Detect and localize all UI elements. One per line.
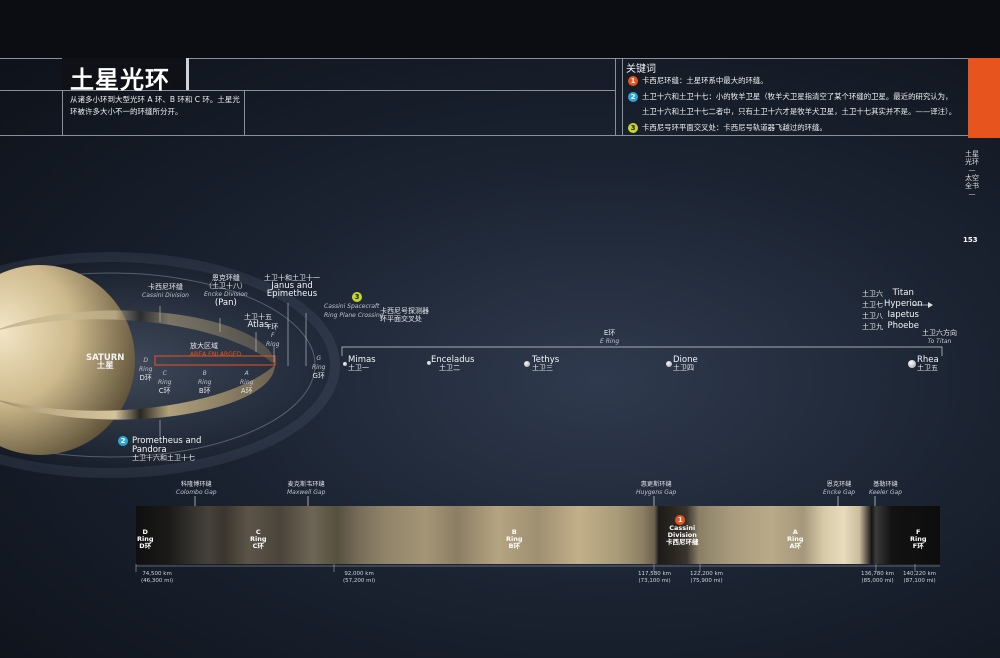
saturn-rings-back [0,310,275,365]
key-item-2-cont: 土卫十六和土卫十七二者中，只有土卫十六才是牧羊犬卫星，土卫十七其实并不是。——译… [642,107,957,116]
badge-2-icon: 2 [628,92,638,102]
key-item-text: 土卫十六和土卫十七：小的牧羊卫星（牧羊犬卫星指清空了某个环缝的卫星。最近的研究认… [642,92,953,101]
distance-label-2: 92,000 km(57,200 mi) [343,571,376,584]
e-ring-bracket [341,346,943,356]
area-enlarged-box [154,355,276,366]
header-divider-4 [622,58,623,135]
header-divider-2 [244,90,245,135]
key-item-text: 卡西尼环缝：土星环系中最大的环缝。 [642,76,768,85]
key-item-text: 卡西尼号环平面交叉处：卡西尼号轨道器飞越过的环缝。 [642,123,827,132]
badge-1-icon: 1 [675,515,686,525]
distance-label-3: 117,580 km(73,100 mi) [638,571,672,584]
g-ring-outline [0,272,316,458]
distance-label-4: 122,200 km(75,900 mi) [690,571,724,584]
enceladus-dot [427,361,431,365]
header-divider-1 [62,58,63,135]
section-tab [968,58,1000,138]
title-box [62,58,189,90]
dione-dot [666,361,672,367]
header-rule-mid [0,90,615,91]
header-rule-top [0,58,968,59]
distance-label-6: 140,220 km(87,100 mi) [903,571,937,584]
encke-division-label: 恩克环缝（土卫十八）Encke Division(Pan) [204,274,248,308]
page-number: 153 [963,236,978,244]
badge-1-icon: 1 [628,76,638,86]
rhea-dot [908,360,916,368]
header-divider-3 [615,58,616,135]
outer-moons-zh: 土卫六土卫七土卫八土卫九 [862,290,883,331]
key-heading: 关键词 [626,64,656,75]
key-item-3: 3 卡西尼号环平面交叉处：卡西尼号轨道器飞越过的环缝。 [628,122,827,133]
header-rule-bottom [0,135,968,136]
top-bar [0,0,1000,58]
e-ring-haze [0,252,340,478]
ring-strip [136,506,940,564]
distance-label-1: 74,500 km(46,300 mi) [141,571,174,584]
saturn-rings-front [0,365,275,420]
page-title: 土星光环 [70,66,170,94]
titan-arrow-head [928,302,933,308]
enlarged-label-en: AREA ENLARGED [190,351,242,358]
mimas-dot [343,362,347,366]
key-item-2: 2 土卫十六和土卫十七：小的牧羊卫星（牧羊犬卫星指清空了某个环缝的卫星。最近的研究… [628,91,952,102]
enlarged-label-zh: 放大区域 [190,342,218,350]
badge-3-icon: 3 [628,123,638,133]
tethys-dot [524,361,530,367]
crossing-label-zh: 卡西尼号探测器环平面交叉处 [380,307,429,323]
badge-2-icon: 2 [118,436,128,446]
distance-label-5: 136,780 km(85,000 mi) [861,571,895,584]
badge-3-icon: 3 [352,292,362,302]
key-item-1: 1 卡西尼环缝：土星环系中最大的环缝。 [628,75,768,86]
intro-text: 从诸多小环到大型光环 A 环、B 环和 C 环。土星光环被许多大小不一的环缝所分… [70,95,240,116]
side-running-title: 土星光环 — 太空全书 — [965,150,979,198]
